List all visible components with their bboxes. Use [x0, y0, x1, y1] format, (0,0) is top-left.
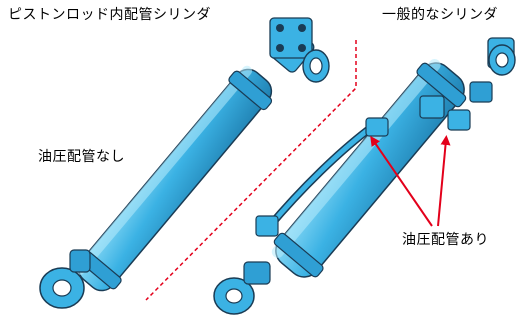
- title-right: 一般的なシリンダ: [382, 7, 498, 23]
- arrow-pipe-right: [437, 135, 451, 227]
- divider-line: [145, 40, 357, 301]
- arrow-pipe-left: [370, 135, 433, 227]
- title-left: ピストンロッド内配管シリンダ: [8, 7, 211, 23]
- label-no-piping: 油圧配管なし: [38, 149, 125, 165]
- right-cylinder: [213, 37, 516, 315]
- label-with-piping: 油圧配管あり: [402, 232, 489, 248]
- left-cylinder: [39, 17, 330, 309]
